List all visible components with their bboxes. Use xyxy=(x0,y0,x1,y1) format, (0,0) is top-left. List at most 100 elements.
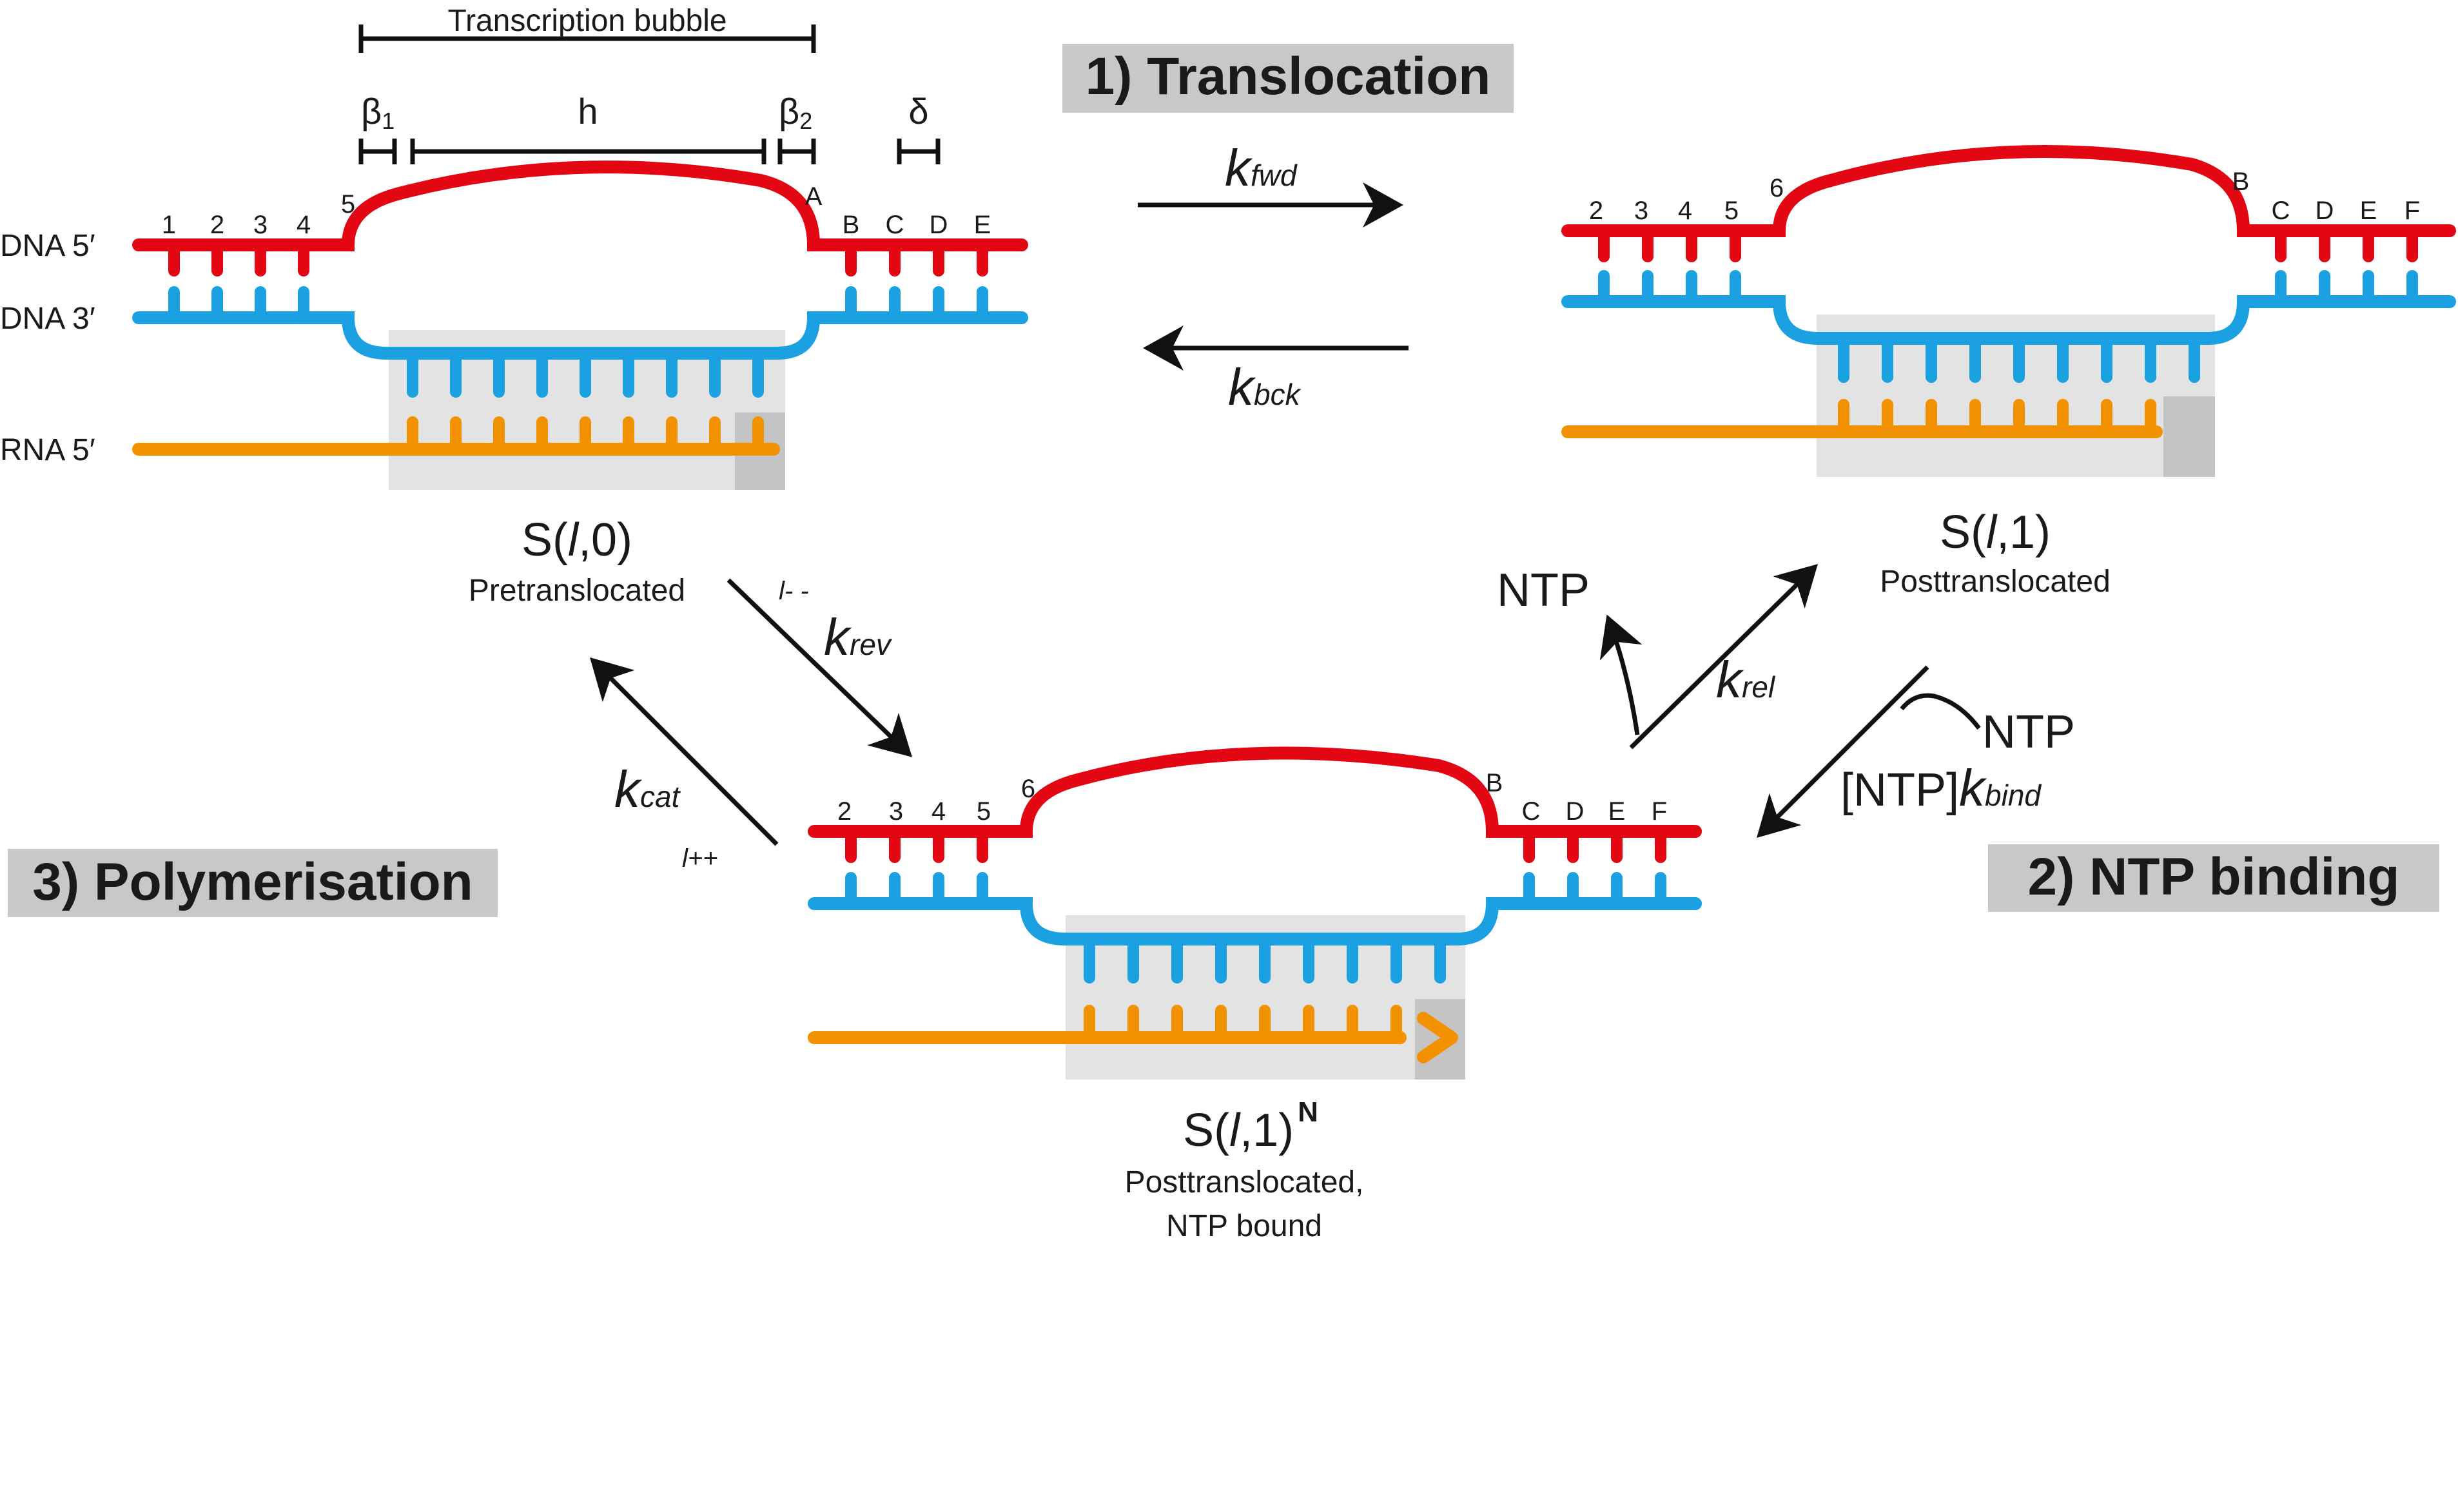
active-site xyxy=(2163,396,2215,477)
state-name-suffix: ,1) xyxy=(1240,1105,1294,1156)
rate-k: k xyxy=(614,761,643,818)
arrow-release xyxy=(1629,564,1818,750)
state-name-suffix: ,1) xyxy=(1996,507,2051,558)
downstream-base-labels: B C D E F xyxy=(1486,769,1668,826)
base-label: C xyxy=(886,211,904,239)
beta1-bracket xyxy=(358,139,397,164)
base-label: 3 xyxy=(889,797,903,826)
dna-top-teeth xyxy=(168,239,988,276)
state-s1-desc: Posttranslocated xyxy=(1880,565,2111,599)
base-label: C xyxy=(1522,797,1541,826)
base-label: 4 xyxy=(932,797,946,826)
dna-template-strand xyxy=(1561,145,2456,237)
rate-subscript: fwd xyxy=(1251,159,1298,192)
base-label: 4 xyxy=(297,211,311,239)
downstream-base-labels: A B C D E xyxy=(805,182,991,239)
delta-bracket xyxy=(897,139,941,164)
state-name-prefix: S( xyxy=(1940,507,1986,558)
rate-subscript: bind xyxy=(1985,779,2042,812)
bubble-label: Transcription bubble xyxy=(447,4,727,38)
base-label: 5 xyxy=(1724,197,1739,225)
state-s1-name: S(l,1) xyxy=(1940,507,2051,558)
h-label: h xyxy=(578,91,598,131)
rate-bck-label: kbck xyxy=(1228,358,1302,416)
ntp-binding-hook xyxy=(1900,693,1981,730)
step-label: 1) Translocation xyxy=(1086,47,1491,106)
step-label: 3) Polymerisation xyxy=(32,853,473,911)
base-label: 4 xyxy=(1678,197,1692,225)
base-label: 5 xyxy=(977,797,991,826)
beta2-symbol: β xyxy=(779,91,799,131)
beta2-bracket xyxy=(777,139,816,164)
base-label: D xyxy=(2316,197,2334,225)
rna-teeth xyxy=(1838,399,2156,438)
rate-k: k xyxy=(824,608,852,666)
state-name-l: l xyxy=(568,514,580,566)
rate-k: k xyxy=(1959,759,1987,817)
rate-fwd-label: kfwd xyxy=(1225,139,1298,197)
arrow-reverse xyxy=(727,578,913,757)
ntp-release-label: NTP xyxy=(1497,565,1590,616)
dna-top-teeth xyxy=(1598,225,2418,262)
dna-bottom-teeth xyxy=(845,872,1666,984)
dimension-brackets xyxy=(358,24,941,164)
rate-subscript: bck xyxy=(1254,378,1302,411)
downstream-base-labels: B C D E F xyxy=(2232,168,2421,225)
h-bracket xyxy=(410,139,766,164)
base-label: 2 xyxy=(1589,197,1603,225)
ntp-binding-label: NTP xyxy=(1982,706,2075,758)
rate-k: k xyxy=(1225,139,1253,197)
dna-bottom-teeth xyxy=(168,286,988,398)
base-label: 1 xyxy=(162,211,176,239)
arrow-ntp-release xyxy=(1599,614,1643,735)
rate-cat-note: l++ xyxy=(682,844,718,873)
arrow-bind xyxy=(1757,665,1929,838)
upstream-base-labels: 2 3 4 5 6 xyxy=(837,775,1035,826)
rate-k: k xyxy=(1228,358,1256,416)
upstream-base-labels: 1 2 3 4 5 xyxy=(162,190,355,239)
state-s1n-name: S(l,1)N xyxy=(1183,1096,1318,1156)
base-label: 6 xyxy=(1021,775,1035,803)
rate-rev-note: l- - xyxy=(779,577,809,605)
step-box xyxy=(1062,44,1514,113)
step-box xyxy=(1988,844,2439,912)
step-polymerisation: 3) Polymerisation xyxy=(8,849,498,917)
state-s1n-group: 2 3 4 5 6 B C D E F S(l,1)N Posttransloc… xyxy=(808,746,1702,1243)
beta1-symbol: β xyxy=(361,91,382,131)
beta1-label: β1 xyxy=(361,91,395,134)
bubble-bracket xyxy=(358,24,816,53)
reaction-arrows xyxy=(590,182,1981,846)
beta2-label: β2 xyxy=(779,91,812,134)
beta2-subscript: 2 xyxy=(799,108,812,134)
state-s1n-desc-line2: NTP bound xyxy=(1166,1209,1322,1243)
base-label: E xyxy=(974,211,991,239)
step-ntp-binding: 2) NTP binding xyxy=(1988,844,2439,912)
dna-top-teeth xyxy=(845,826,1666,863)
step-translocation: 1) Translocation xyxy=(1062,44,1514,113)
state-s0-desc: Pretranslocated xyxy=(469,574,685,608)
base-label: B xyxy=(843,211,860,239)
state-name-l: l xyxy=(1229,1105,1241,1156)
dna-bottom-label: DNA 3′ xyxy=(0,302,95,336)
dna-template-strand xyxy=(132,160,1028,251)
step-box xyxy=(8,849,498,917)
state-name-prefix: S( xyxy=(1183,1105,1229,1156)
rate-subscript: rel xyxy=(1742,670,1776,704)
rna-teeth xyxy=(1084,1005,1402,1043)
dna-top-label: DNA 5′ xyxy=(0,229,95,263)
base-label: 2 xyxy=(837,797,852,826)
dna-template-strand xyxy=(808,746,1702,838)
beta1-subscript: 1 xyxy=(382,108,395,134)
state-s0-group: DNA 5′ DNA 3′ RNA 5′ 1 2 3 4 5 A B C D E… xyxy=(0,4,1028,608)
rate-rel-label: krel xyxy=(1716,651,1776,708)
base-label: D xyxy=(1566,797,1585,826)
base-label: C xyxy=(2272,197,2290,225)
base-label: E xyxy=(2360,197,2377,225)
base-label: A xyxy=(805,182,823,211)
base-label: 5 xyxy=(341,190,355,218)
base-label: F xyxy=(2404,197,2420,225)
delta-label: δ xyxy=(908,91,928,131)
dna-coding-strand xyxy=(808,897,1702,945)
arrow-catalysis xyxy=(590,657,779,846)
rate-bind-label: [NTP]kbind xyxy=(1840,759,2042,817)
